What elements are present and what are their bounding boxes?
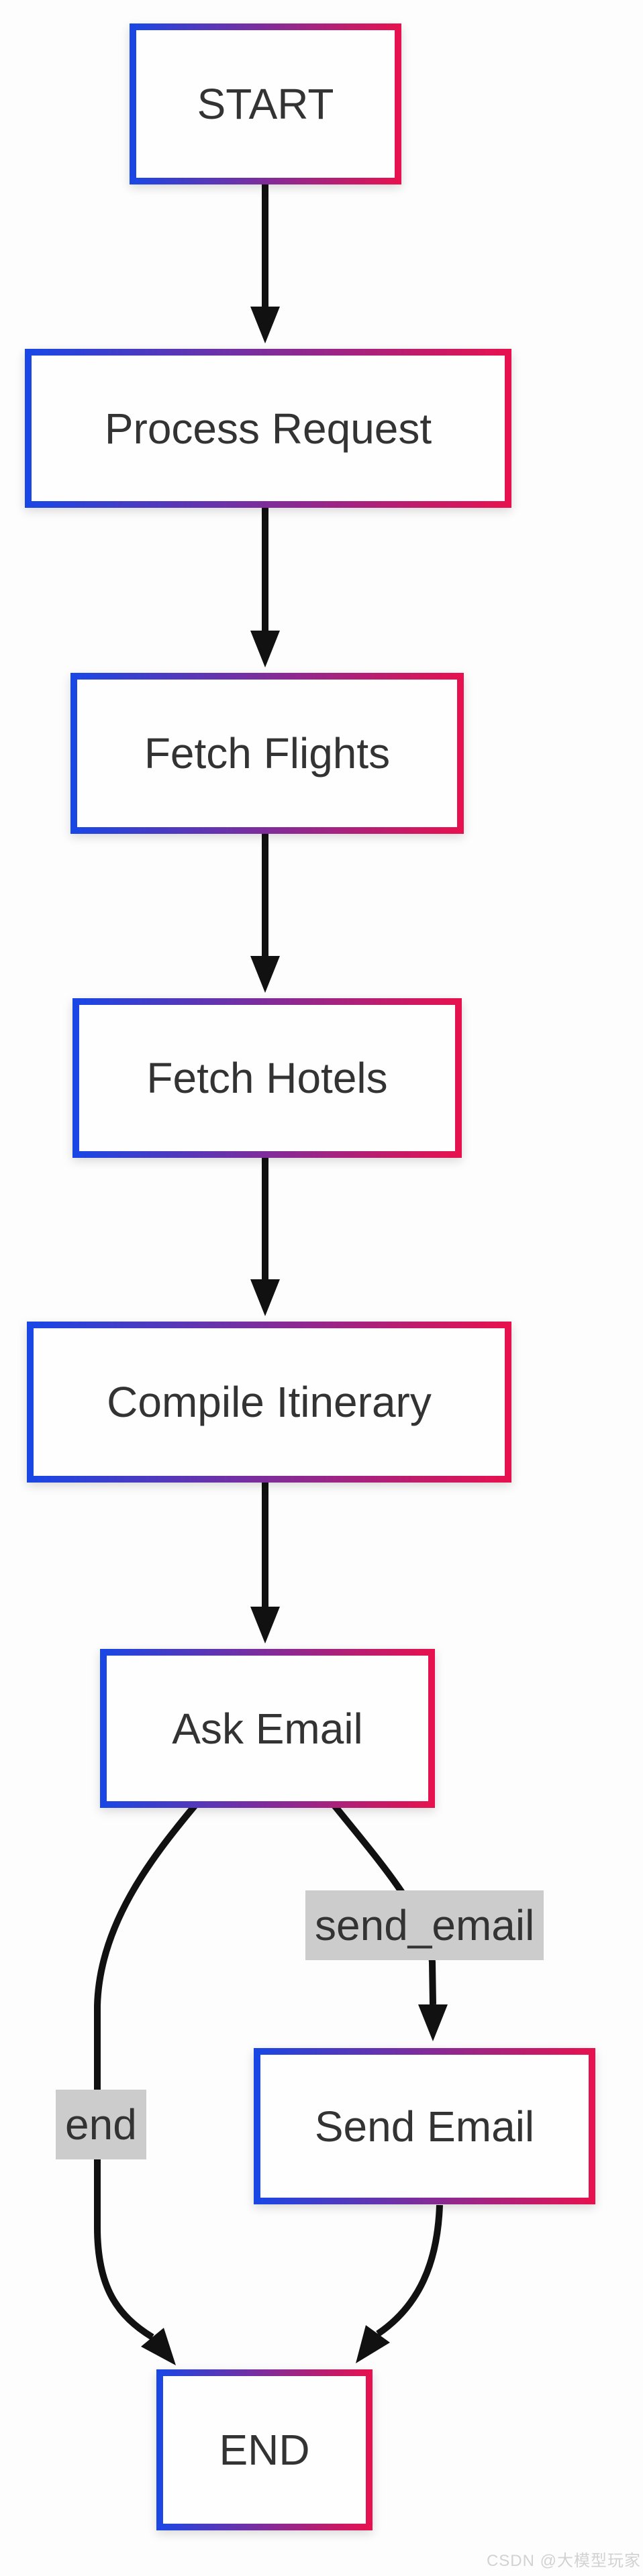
arrowhead-end-right	[356, 2325, 390, 2363]
node-compile-itinerary: Compile Itinerary	[27, 1322, 511, 1483]
arrowhead-process-request	[250, 307, 280, 343]
node-ask-email-label: Ask Email	[107, 1656, 428, 1801]
watermark: CSDN @大模型玩家	[486, 2552, 641, 2570]
node-start: START	[130, 23, 401, 184]
node-start-label: START	[136, 30, 395, 178]
node-end: END	[156, 2369, 373, 2530]
edge-send-email-to-end	[376, 2204, 443, 2337]
node-process-request-label: Process Request	[32, 356, 505, 501]
node-send-email: Send Email	[254, 2048, 595, 2204]
node-send-email-label: Send Email	[260, 2055, 589, 2198]
arrowhead-ask-email	[250, 1607, 280, 1644]
arrowhead-compile-itinerary	[250, 1279, 280, 1316]
node-process-request: Process Request	[25, 349, 511, 508]
arrowhead-fetch-hotels	[250, 956, 280, 993]
node-ask-email: Ask Email	[100, 1649, 435, 1808]
edge-label-end: end	[56, 2090, 146, 2159]
node-fetch-hotels-label: Fetch Hotels	[79, 1005, 455, 1151]
node-compile-itinerary-label: Compile Itinerary	[34, 1328, 505, 1476]
arrowhead-fetch-flights	[250, 631, 280, 667]
arrowhead-send-email	[418, 2004, 448, 2041]
edge-label-send-email: send_email	[305, 1890, 544, 1960]
node-fetch-flights: Fetch Flights	[70, 673, 464, 834]
node-fetch-flights-label: Fetch Flights	[77, 680, 457, 827]
node-end-label: END	[163, 2376, 366, 2524]
arrowhead-end-left	[141, 2328, 176, 2365]
edge-ask-email-to-end	[94, 1803, 197, 2341]
node-fetch-hotels: Fetch Hotels	[72, 998, 462, 1158]
